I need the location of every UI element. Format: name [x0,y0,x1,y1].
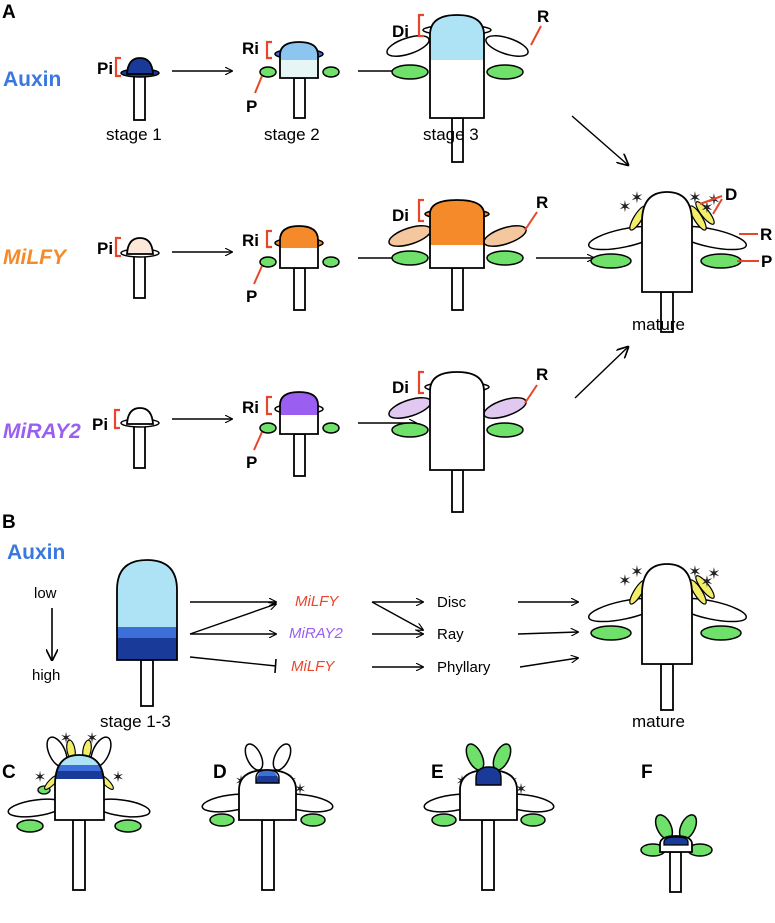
miray2-stage1-flower [120,407,160,469]
star-floret-icon: ✶ [700,200,713,217]
label-pi-miray2: Pi [92,415,108,434]
leader-r-auxin [530,25,542,46]
arrow-miray2-to-mature [574,347,628,399]
star-floret-icon: ✶ [630,564,643,581]
label-stage2: stage 2 [264,125,320,144]
mature-flower-b: ✶ ✶ ✶ ✶ ✶ [587,563,748,711]
bracket-pi-miray2 [113,408,120,430]
label-pi-auxin: Pi [97,59,113,78]
label-stage1: stage 1 [106,125,162,144]
leader-p-milfy [253,265,263,285]
gene-miray2: MiRAY2 [289,625,344,642]
leader-r-milfy [524,211,538,231]
label-p-miray2: P [246,453,257,472]
star-floret-icon: ✶ [618,199,631,216]
star-floret-icon: ✶ [688,190,701,207]
row-label-miray2: MiRAY2 [3,420,81,443]
star-floret-icon: ✶ [707,192,720,209]
star-floret-icon: ✶ [60,730,73,747]
gradient-low-label: low [34,585,57,602]
label-pi-milfy: Pi [97,239,113,258]
label-mature-b: mature [632,712,685,731]
panel-label-e: E [431,762,444,783]
arrow-ray-to-mature [517,632,578,634]
milfy-stage1-flower [120,237,160,299]
flower-f [640,814,713,893]
label-r-miray2: R [536,365,548,384]
milfy-stage2-flower [259,225,340,311]
flower-c: ✶ ✶ ✶ ✶ [7,730,151,891]
arrow-milfy-to-ray [371,601,423,630]
label-di-milfy: Di [392,206,409,225]
label-stage1-3: stage 1-3 [100,712,171,731]
miray2-stage2-flower [259,391,340,477]
star-floret-icon: ✶ [707,566,720,583]
label-p-milfy: P [246,287,257,306]
auxin-stage3-flower [386,14,529,163]
bracket-pi-auxin [114,56,121,78]
arrow-phyllary-to-mature [519,658,578,668]
milfy-stage3-flower [388,199,527,311]
label-p-auxin: P [246,97,257,116]
label-r-milfy: R [536,193,548,212]
miray2-stage3-flower [388,371,527,513]
bracket-ri-miray2 [265,395,272,416]
flower-d: ✶ ✶ ✶ ✶ [201,743,334,891]
inhibit-auxin-to-milfy [189,656,277,667]
bracket-di-miray2 [417,370,424,395]
leader-p-auxin [254,75,263,94]
bracket-di-milfy [417,198,424,223]
star-floret-icon: ✶ [688,564,701,581]
row-label-auxin: Auxin [3,68,61,91]
label-di-miray2: Di [392,378,409,397]
mature-flower-a: ✶ ✶ ✶ ✶ ✶ [587,190,748,333]
gene-milfy-1: MiLFY [295,593,339,610]
auxin-stage1-flower [120,57,160,121]
label-p-mature: P [761,252,772,271]
panel-label-f: F [641,762,653,783]
label-ri-milfy: Ri [242,231,259,250]
leader-r-miray2 [524,384,538,404]
label-r-mature: R [760,225,772,244]
bracket-ri-milfy [265,229,272,249]
star-floret-icon: ✶ [112,769,125,786]
star-floret-icon: ✶ [630,190,643,207]
outcome-disc: Disc [437,594,467,611]
bracket-di-auxin [417,13,424,38]
bracket-ri-auxin [265,40,272,60]
panel-label-a: A [2,2,16,23]
label-di-auxin: Di [392,22,409,41]
arrow-auxin-to-milfy-diag [189,604,276,635]
panel-b-auxin-title: Auxin [7,541,65,564]
row-label-milfy: MiLFY [3,246,68,269]
panel-label-c: C [2,762,16,783]
outcome-ray: Ray [437,626,464,643]
gradient-high-label: high [32,667,60,684]
star-floret-icon: ✶ [700,574,713,591]
label-stage3: stage 3 [423,125,479,144]
leader-p-miray2 [253,431,263,451]
outcome-phyllary: Phyllary [437,659,491,676]
arrow-auxin-to-mature [571,115,628,165]
panel-label-d: D [213,762,227,783]
auxin-stage2-flower [259,41,340,119]
panel-b-stage-flower [116,559,178,707]
panel-label-b: B [2,512,16,533]
leader-d-top [699,195,723,205]
flower-e: ✶ ✶ ✶ ✶ [423,743,555,891]
star-floret-icon: ✶ [618,573,631,590]
leader-d-bottom [712,198,723,215]
label-d-mature: D [725,185,737,204]
label-mature-a: mature [632,315,685,334]
label-ri-miray2: Ri [242,398,259,417]
inhibit-bar [274,658,277,674]
label-r-auxin: R [537,7,549,26]
star-floret-icon: ✶ [34,769,47,786]
bracket-pi-milfy [114,236,121,258]
gene-milfy-2: MiLFY [291,658,335,675]
star-floret-icon: ✶ [86,730,99,747]
label-ri-auxin: Ri [242,39,259,58]
